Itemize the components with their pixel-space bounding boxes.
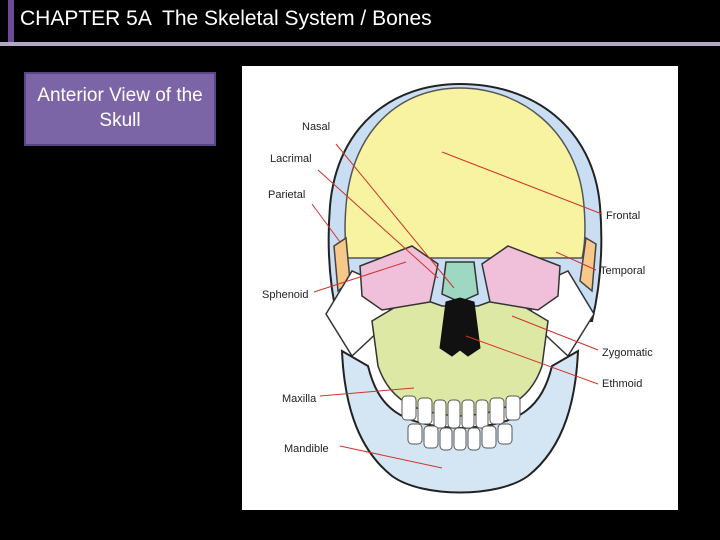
label-nasal: Nasal: [302, 121, 330, 133]
label-frontal: Frontal: [606, 210, 640, 222]
label-mandible: Mandible: [284, 443, 329, 455]
nasal-bone: [441, 261, 479, 303]
orbit-left-sphenoid: [359, 245, 439, 311]
label-zygomatic: Zygomatic: [602, 347, 653, 359]
title-bar: CHAPTER 5A The Skeletal System / Bones: [0, 0, 720, 46]
teeth: [401, 395, 521, 451]
skull-diagram: Nasal Lacrimal Parietal Sphenoid Maxilla…: [242, 66, 678, 510]
slide-title: CHAPTER 5A The Skeletal System / Bones: [20, 7, 432, 30]
skull-illustration: Nasal Lacrimal Parietal Sphenoid Maxilla…: [262, 82, 653, 494]
label-lacrimal: Lacrimal: [270, 153, 312, 165]
view-label-box: Anterior View of the Skull: [24, 72, 216, 146]
orbit-right-sphenoid: [481, 245, 561, 311]
label-ethmoid: Ethmoid: [602, 378, 642, 390]
title-accent-bar: [8, 0, 14, 42]
frontal-bone: [344, 87, 586, 259]
label-sphenoid: Sphenoid: [262, 289, 309, 301]
leader-lines: [311, 143, 603, 469]
temporal-bone-right: [579, 236, 597, 293]
nasal-cavity: [439, 297, 481, 357]
label-parietal: Parietal: [268, 189, 305, 201]
label-temporal: Temporal: [600, 265, 645, 277]
label-maxilla: Maxilla: [282, 393, 317, 405]
